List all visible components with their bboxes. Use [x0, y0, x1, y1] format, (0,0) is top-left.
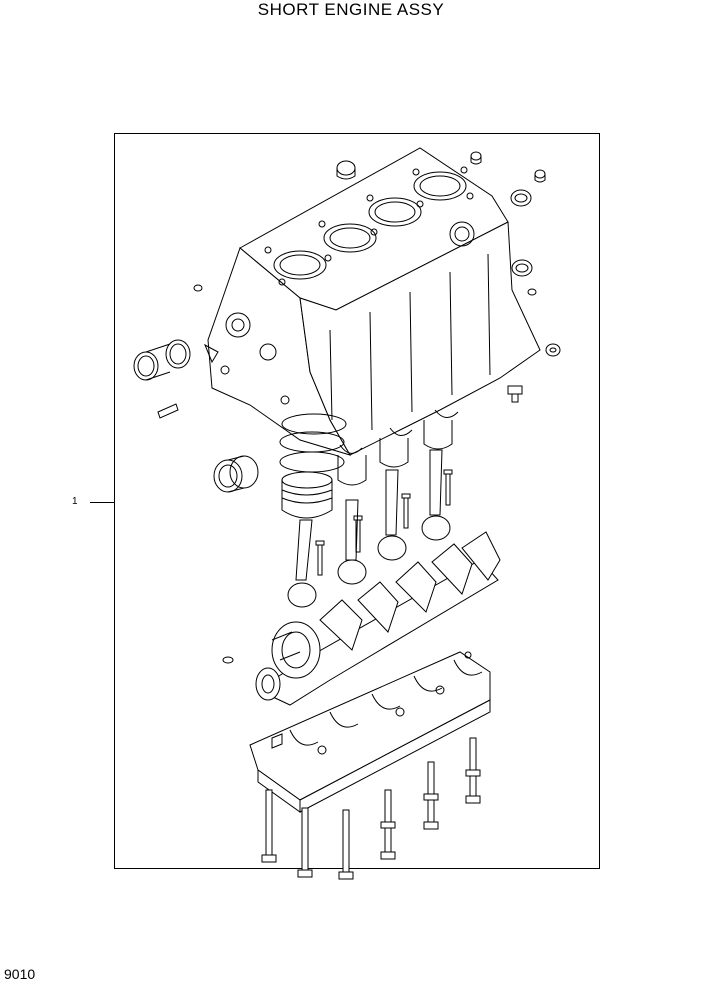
bearing-cap-frame[interactable] [250, 652, 490, 812]
assembly-frame [114, 133, 600, 869]
piston-and-rods[interactable] [282, 420, 452, 607]
diagram-title: SHORT ENGINE ASSY [257, 0, 445, 19]
crankshaft[interactable] [223, 532, 500, 705]
page-number: 9010 [4, 966, 36, 982]
callout-label-1[interactable]: 1 [72, 496, 78, 507]
cylinder-block[interactable] [205, 148, 540, 455]
plugs-and-bushings[interactable] [134, 152, 560, 492]
callout-leader-line [90, 502, 114, 503]
main-bearing-bolts[interactable] [262, 738, 480, 879]
piston-rings[interactable] [280, 414, 346, 472]
